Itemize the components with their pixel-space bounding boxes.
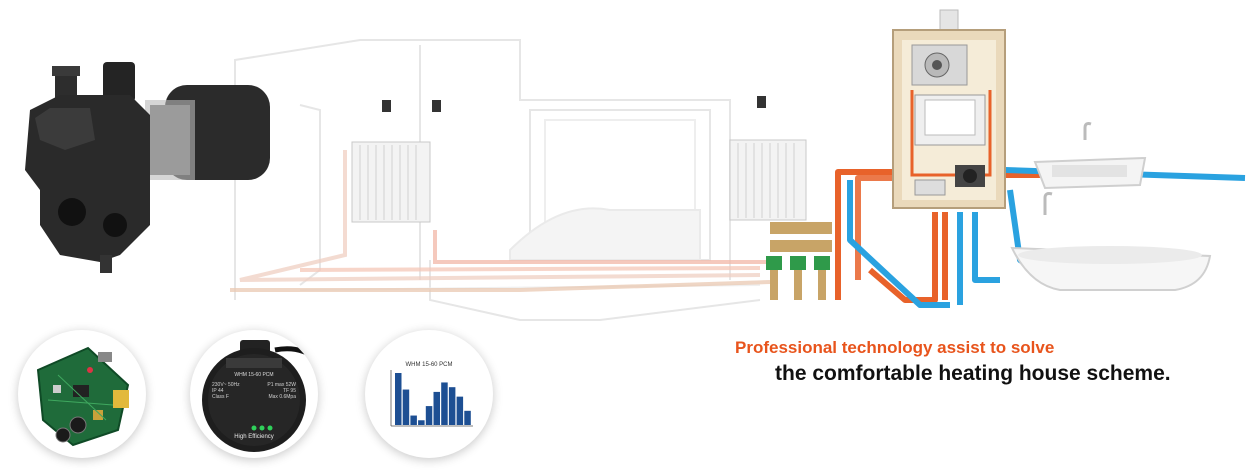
headline-text: Professional technology assist to solve (735, 338, 1055, 357)
chart-bar (448, 387, 456, 425)
chart-bar (425, 406, 433, 425)
pump-spec-line: TF 95 (282, 388, 296, 394)
subline-text: the comfortable heating house scheme. (775, 362, 1171, 385)
radiator-icon (351, 139, 807, 223)
sink-icon (1033, 122, 1147, 190)
chart-bar (402, 389, 410, 425)
pump-spec-line: P1 max 52W (267, 382, 296, 388)
pcb-circle (18, 330, 146, 458)
chart-title: WHM 15-60 PCM (405, 362, 452, 368)
water-pump-icon (25, 62, 270, 273)
pump-head-icon (202, 340, 318, 452)
pump-model-label: WHM 15-60 PCM (234, 372, 274, 378)
pump-spec-lines: 230V~ 50Hz P1 max 52W IP 44 TF 95 Class F Max… (212, 382, 296, 400)
chart-bar (456, 396, 464, 425)
chart-bar (395, 373, 402, 425)
bathtub-icon (1010, 192, 1212, 291)
chart-bar (410, 415, 417, 425)
chart-bar (441, 382, 448, 425)
performance-chart: WHM 15-60 PCM (390, 362, 473, 427)
pump-spec-line: Max 0.6Mpa (268, 394, 296, 400)
pump-spec-line: 230V~ 50Hz (212, 382, 240, 388)
chart-bar (464, 410, 471, 425)
chart-bar (418, 420, 425, 425)
pump-spec-line: Class F (212, 394, 229, 400)
pump-spec-line: IP 44 (212, 388, 224, 394)
floor-heating-pipes (230, 150, 771, 292)
manifold-icon (766, 222, 832, 300)
thermostat-icon (382, 96, 766, 112)
pcb-board-icon (36, 346, 130, 447)
pump-head-circle: WHM 15-60 PCM 230V~ 50Hz P1 max 52W IP 44 T… (190, 330, 318, 458)
chart-bar (433, 391, 440, 425)
gas-boiler-icon (892, 9, 1006, 209)
efficiency-label: High Efficiency (234, 434, 274, 440)
chart-circle: WHM 15-60 PCM (365, 330, 493, 458)
